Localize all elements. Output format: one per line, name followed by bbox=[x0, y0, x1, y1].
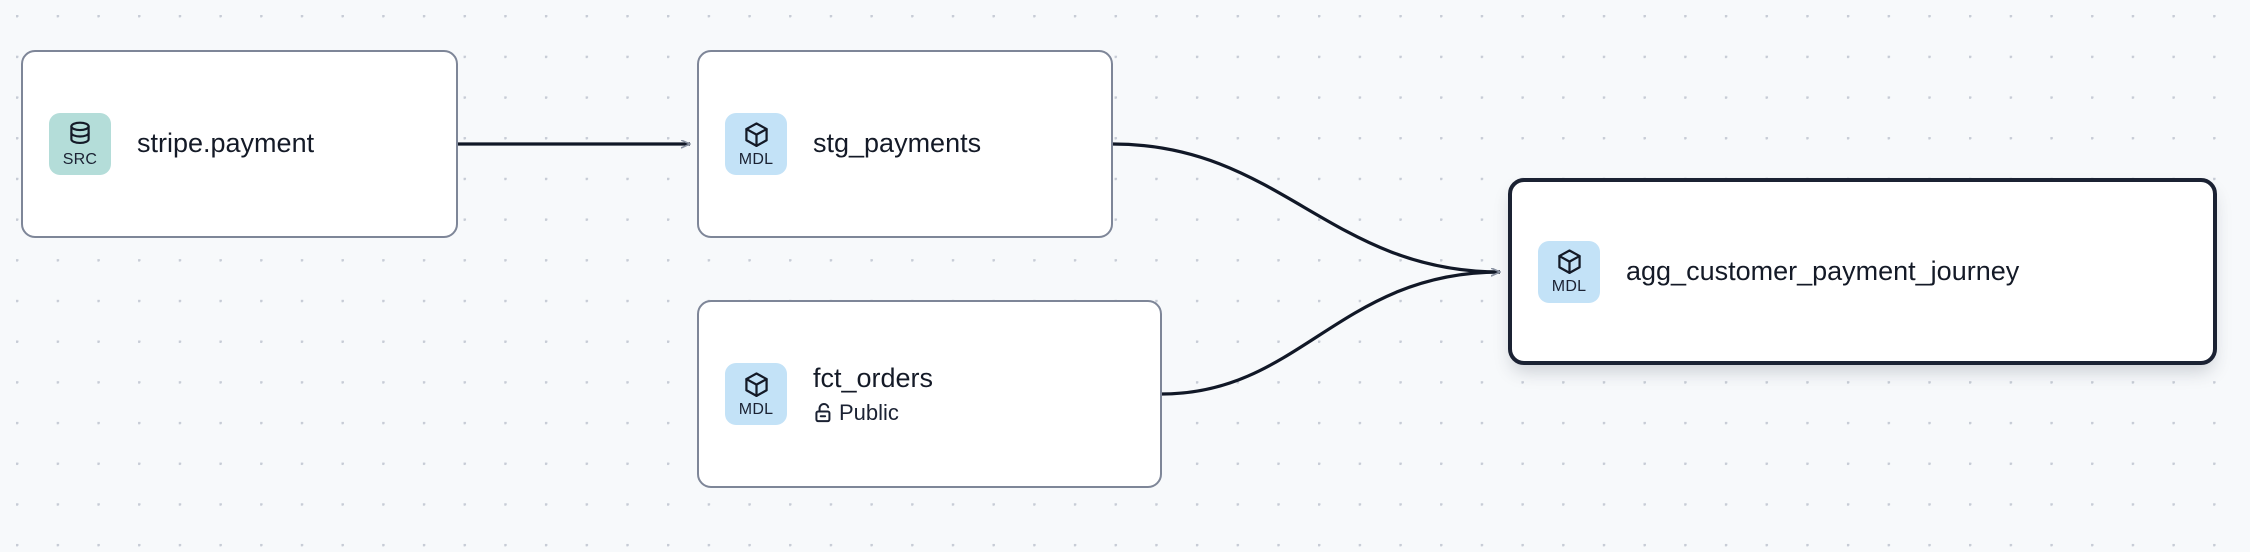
node-title: fct_orders bbox=[813, 362, 934, 393]
node-visibility: Public bbox=[813, 400, 933, 425]
node-title: stripe.payment bbox=[137, 128, 315, 159]
node-text-group: stg_payments bbox=[813, 128, 981, 159]
node-stg-payments[interactable]: MDL stg_payments bbox=[697, 50, 1113, 238]
source-badge-label: SRC bbox=[62, 150, 98, 168]
cube-icon bbox=[1556, 248, 1583, 276]
node-visibility-label: Public bbox=[839, 399, 899, 425]
node-stripe-payment[interactable]: SRC stripe.payment bbox=[21, 50, 458, 238]
cube-icon bbox=[743, 371, 770, 399]
model-badge: MDL bbox=[1538, 240, 1600, 303]
node-text-group: fct_orders Public bbox=[813, 363, 933, 425]
cube-icon bbox=[743, 121, 770, 149]
unlock-icon bbox=[813, 402, 832, 423]
node-fct-orders[interactable]: MDL fct_orders Public bbox=[697, 300, 1162, 488]
node-text-group: stripe.payment bbox=[137, 128, 314, 159]
node-title: stg_payments bbox=[813, 128, 982, 159]
node-text-group: agg_customer_payment_journey bbox=[1626, 256, 2019, 287]
node-agg-customer-payment-journey[interactable]: MDL agg_customer_payment_journey bbox=[1508, 178, 2217, 365]
model-badge-label: MDL bbox=[738, 400, 774, 418]
model-badge-label: MDL bbox=[1551, 278, 1587, 295]
model-badge: MDL bbox=[725, 113, 787, 175]
model-badge-label: MDL bbox=[738, 150, 774, 168]
database-icon bbox=[67, 121, 93, 149]
edge-stg-to-agg bbox=[1112, 142, 1500, 272]
edge-fct-to-agg bbox=[1161, 272, 1500, 396]
model-badge: MDL bbox=[725, 363, 787, 425]
source-badge: SRC bbox=[49, 113, 111, 175]
node-title: agg_customer_payment_journey bbox=[1626, 255, 2020, 286]
